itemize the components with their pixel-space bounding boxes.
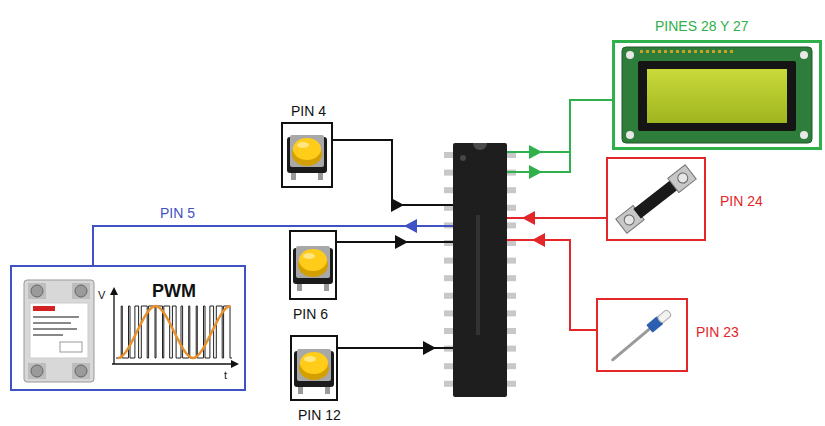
connector-line (93, 226, 453, 265)
connector-line (507, 217, 606, 219)
lcd-pcb (622, 47, 812, 143)
ssr-screw (31, 365, 43, 377)
ssr-print (33, 316, 79, 318)
ssr-terminal (28, 283, 46, 299)
chip-notch (473, 143, 487, 150)
probe-wire (613, 328, 651, 359)
lcd-mount-hole (626, 131, 634, 139)
arrowhead (404, 219, 417, 233)
signal-connector (337, 235, 453, 249)
lcd-bezel (638, 61, 796, 131)
shunt-screw (676, 171, 690, 185)
pin-label: PIN 24 (720, 193, 763, 209)
pin-label: PIN 4 (291, 103, 326, 119)
signal-connector (507, 233, 596, 330)
arrowhead (532, 233, 545, 247)
shunt-resistor-box: PIN 24 (606, 157, 706, 241)
chip-pin-row (507, 152, 516, 387)
chip-marking (476, 215, 480, 335)
chip-dot (460, 155, 466, 161)
ssr-terminal (72, 363, 90, 379)
shunt-bar (633, 179, 678, 218)
chip-pin-row (444, 152, 453, 387)
ssr-pwm-box: PWM Vt (10, 265, 246, 391)
axis-line (113, 294, 114, 364)
ssr-cert-mark (60, 342, 82, 352)
lcd-mount-hole (626, 51, 634, 59)
axis-arrow (110, 287, 118, 295)
signal-connector (333, 140, 453, 212)
lcd-module-art (622, 47, 812, 143)
chip-body (453, 143, 507, 397)
ssr-terminal (72, 283, 90, 299)
microcontroller-chip-art (444, 143, 516, 397)
axis-label: t (224, 369, 227, 382)
arrowhead (423, 341, 436, 355)
pwm-square-wave (116, 306, 232, 358)
ssr-screw (75, 285, 87, 297)
lcd-screen (647, 69, 787, 123)
signal-connector (338, 341, 453, 355)
ssr-screw (31, 285, 43, 297)
pwm-label: PWM (152, 281, 196, 302)
pin-label: PIN 6 (293, 306, 328, 322)
push-button-icon (294, 349, 334, 394)
arrowhead (395, 235, 408, 249)
ssr-body (24, 280, 94, 382)
pin-label: PIN 23 (696, 324, 739, 340)
connector-line (333, 140, 453, 205)
arrowhead (529, 145, 542, 159)
shunt-resistor-art (616, 165, 696, 233)
ssr-print (33, 322, 71, 324)
ssr-label-plate (30, 303, 88, 358)
pin-label: PIN 12 (298, 407, 341, 423)
axis-line (112, 363, 232, 364)
ssr-module-art (24, 280, 94, 382)
arrowhead (391, 198, 404, 212)
temperature-probe-art (609, 308, 672, 363)
lcd-mount-hole (800, 131, 808, 139)
pin-label: PINES 28 Y 27 (655, 18, 749, 34)
arrowhead (522, 211, 535, 225)
push-button-box: PIN 6 (289, 230, 337, 300)
ssr-brand-band (33, 306, 55, 311)
ssr-terminal (28, 363, 46, 379)
signal-connector (507, 211, 606, 225)
axis-arrow (231, 360, 239, 368)
probe-tip (657, 309, 672, 323)
shunt-terminal (668, 165, 696, 193)
connector-line (507, 240, 596, 330)
signal-connector (507, 100, 612, 179)
microcontroller-chip (453, 143, 507, 397)
temperature-sensor-box: PIN 23 (596, 298, 688, 372)
ssr-print (33, 334, 63, 336)
sine-wave (118, 306, 231, 358)
push-button-box: PIN 12 (290, 335, 338, 401)
push-button-icon (293, 246, 333, 291)
arrowhead (529, 165, 542, 179)
lcd-header-pins (640, 50, 733, 53)
lcd-panel-box: PINES 28 Y 27 (612, 40, 822, 150)
push-button-icon (287, 135, 327, 180)
axis-label: V (98, 289, 105, 302)
connector-line (507, 100, 612, 172)
push-button-box: PIN 4 (281, 122, 333, 188)
lcd-mount-hole (800, 51, 808, 59)
pin-label: PIN 5 (158, 205, 197, 221)
shunt-screw (622, 213, 636, 227)
ssr-print (33, 328, 77, 330)
ssr-screw (75, 365, 87, 377)
signal-connector (93, 219, 453, 265)
